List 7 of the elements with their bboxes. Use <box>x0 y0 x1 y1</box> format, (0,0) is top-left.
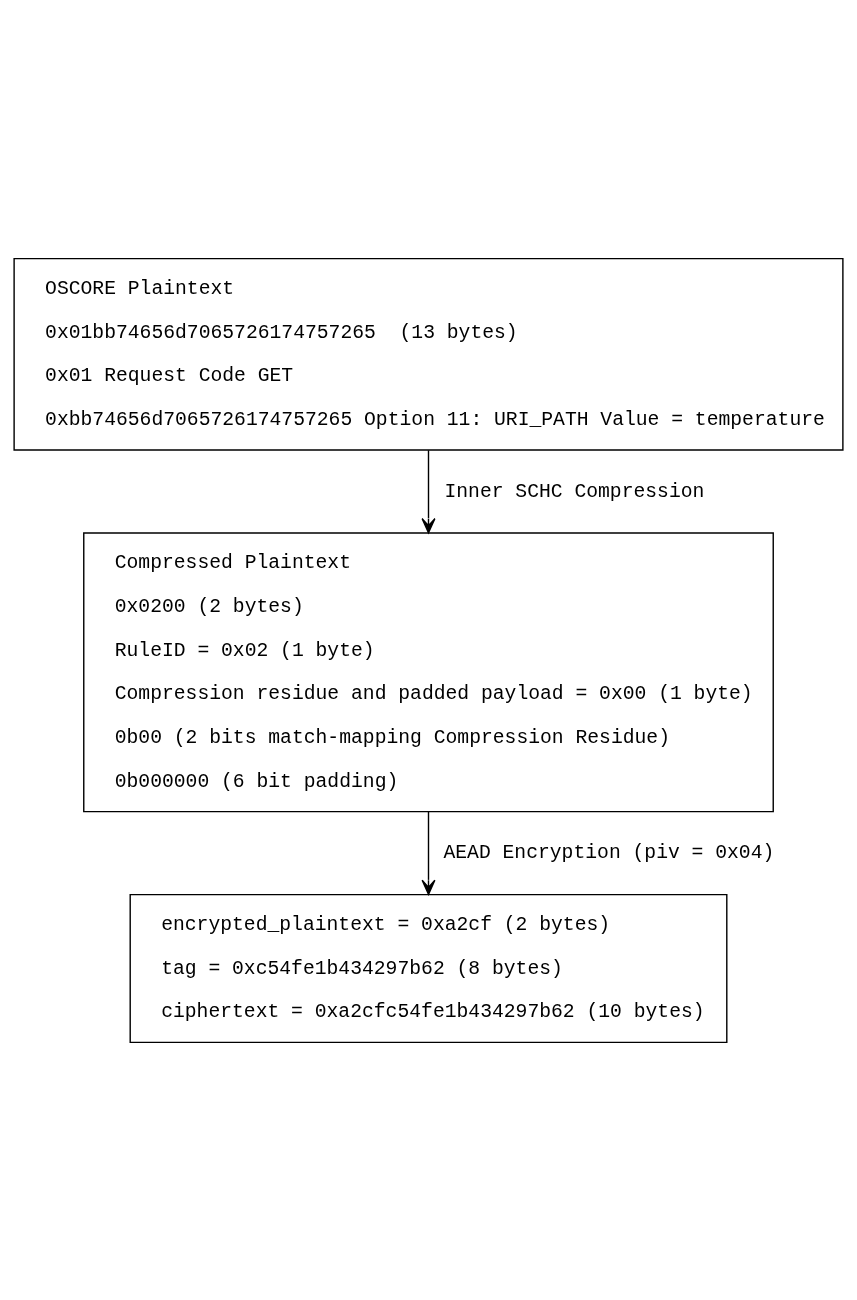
node-box: OSCORE Plaintext 0x01bb74656d7065726174757265 (13 bytes) 0x01 Request Code GET 0xbb74656d7065726174757265 Option 11: URI_PATH Value = temperature <box>13 257 844 451</box>
node-box: encrypted_plaintext = 0xa2cf (2 bytes) tag = 0xc54fe1b434297b62 (8 bytes) ciphertext = 0xa2cfc54fe1b434297b62 (10 bytes) <box>129 893 728 1043</box>
edge-label: Inner SCHC Compression <box>444 480 705 503</box>
edge-label: AEAD Encryption (piv = 0x04) <box>443 841 775 864</box>
node-box: Compressed Plaintext 0x0200 (2 bytes) RuleID = 0x02 (1 byte) Compression residue and padded payload = 0x00 (1 byte) 0b00 (2 bits match-mapping Compression Residue) 0b000000 (6 bit padding) <box>83 531 774 812</box>
arrow <box>421 810 436 895</box>
arrow <box>421 449 436 533</box>
